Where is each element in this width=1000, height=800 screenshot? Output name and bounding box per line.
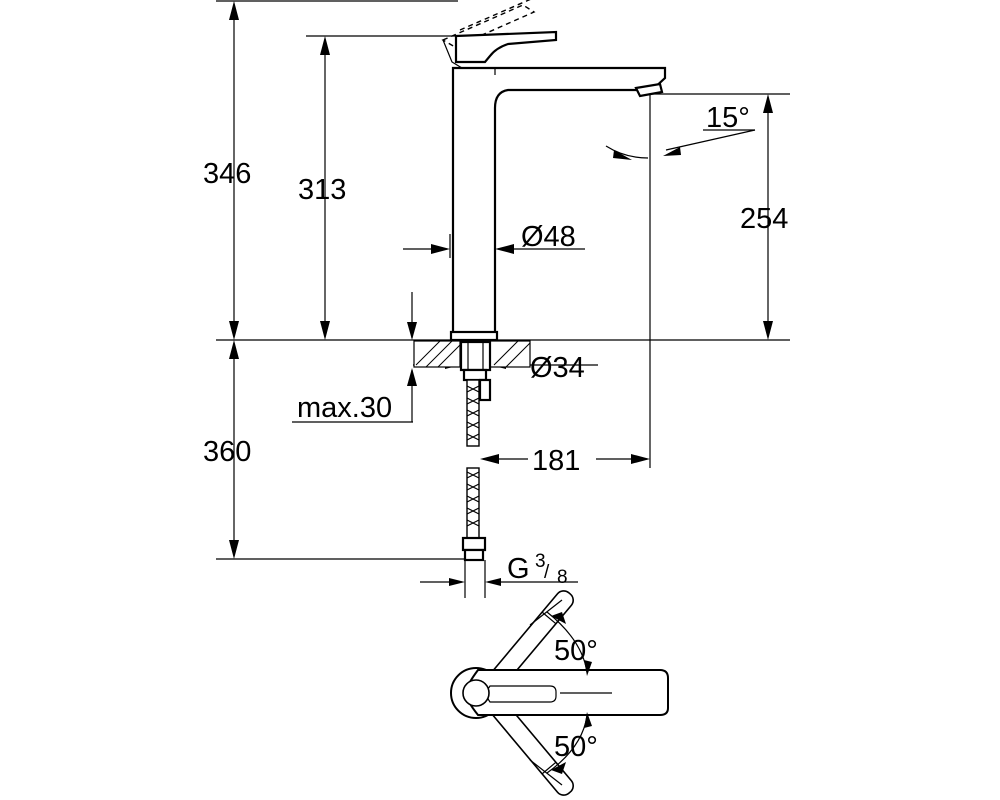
label-50-degree-upper: 50° bbox=[554, 635, 598, 667]
mounting-shank bbox=[459, 340, 492, 372]
label-diameter-48: Ø48 bbox=[521, 221, 576, 253]
dimension-254 bbox=[763, 94, 773, 340]
dimension-313 bbox=[320, 36, 330, 340]
dimension-181 bbox=[480, 454, 650, 464]
label-15-degree: 15° bbox=[706, 102, 750, 134]
label-diameter-34: Ø34 bbox=[530, 352, 585, 384]
label-g-fraction-slash: / bbox=[544, 562, 550, 583]
reference-lines bbox=[216, 0, 790, 598]
dimension-max30 bbox=[292, 292, 417, 423]
label-181: 181 bbox=[532, 445, 580, 477]
hose-connector bbox=[463, 548, 485, 562]
label-313: 313 bbox=[298, 174, 346, 206]
dimension-15-degree bbox=[605, 129, 756, 160]
countertop-section bbox=[413, 340, 531, 402]
label-max-30: max.30 bbox=[297, 392, 392, 424]
label-360: 360 bbox=[203, 436, 251, 468]
logo-disc bbox=[462, 679, 490, 707]
label-254: 254 bbox=[740, 203, 788, 235]
fixing-nut bbox=[462, 368, 488, 382]
label-g-connection: G bbox=[507, 553, 530, 585]
lever-raised-outline bbox=[441, 4, 536, 48]
top-view bbox=[450, 590, 669, 796]
label-g-numerator: 3 bbox=[535, 551, 546, 572]
flexible-hose bbox=[461, 379, 487, 562]
label-50-degree-lower: 50° bbox=[554, 731, 598, 763]
dimension-labels: 346 313 254 Ø48 Ø34 max.30 360 181 G 3 /… bbox=[203, 102, 788, 763]
spout-body bbox=[451, 66, 667, 340]
label-346: 346 bbox=[203, 158, 251, 190]
dimension-346 bbox=[229, 1, 239, 340]
base-ring bbox=[449, 330, 499, 342]
faucet-body bbox=[441, 0, 667, 342]
hose-nut bbox=[461, 536, 487, 552]
lever-handle bbox=[454, 30, 558, 64]
dimension-48 bbox=[403, 244, 585, 254]
dimension-g38 bbox=[420, 578, 578, 586]
aerator bbox=[634, 82, 664, 98]
label-g-denominator: 8 bbox=[557, 567, 568, 588]
dimension-360 bbox=[229, 340, 239, 559]
fixing-rod bbox=[478, 378, 492, 402]
